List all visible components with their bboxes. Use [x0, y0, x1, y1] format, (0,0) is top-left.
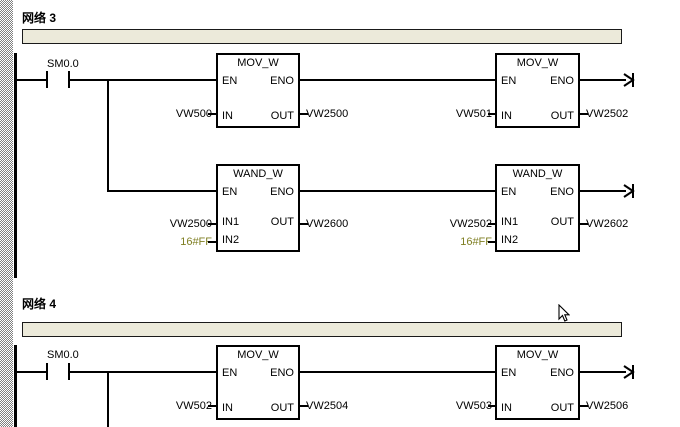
- pin-wire: [298, 405, 308, 407]
- operand-out-vw2602[interactable]: VW2602: [586, 218, 629, 230]
- operand-in-vw500[interactable]: VW500: [175, 108, 212, 120]
- network-4-branch-vertical: [107, 371, 109, 427]
- pin-en: EN: [222, 186, 238, 198]
- operand-out-vw2506[interactable]: VW2506: [586, 400, 629, 412]
- pin-wire: [488, 241, 497, 243]
- pin-in: IN: [501, 402, 512, 414]
- network-4-contact-label: SM0.0: [47, 349, 79, 361]
- rung-wire: [298, 190, 497, 192]
- pin-in: IN: [222, 110, 233, 122]
- pin-wire: [208, 405, 218, 407]
- pin-wire: [488, 405, 497, 407]
- network-continuation-arrow-icon: [623, 365, 635, 379]
- function-box-mov-w-2[interactable]: MOV_W EN ENO IN OUT: [495, 53, 580, 128]
- pin-out: OUT: [550, 402, 574, 414]
- operand-in2-constant[interactable]: 16#FF: [180, 236, 212, 248]
- pin-wire: [488, 113, 497, 115]
- pin-en: EN: [222, 75, 238, 87]
- network-3-contact-left-bar[interactable]: [46, 71, 48, 88]
- pin-eno: ENO: [270, 186, 294, 198]
- pin-eno: ENO: [270, 75, 294, 87]
- rung-wire: [578, 190, 626, 192]
- pin-in: IN: [501, 110, 512, 122]
- network-3-comment-bar[interactable]: [22, 29, 622, 44]
- pin-out: OUT: [270, 216, 294, 228]
- rung-wire: [578, 79, 626, 81]
- operand-out-vw2600[interactable]: VW2600: [306, 218, 349, 230]
- operand-in-vw501[interactable]: VW501: [455, 108, 492, 120]
- pin-wire: [578, 113, 588, 115]
- pin-en: EN: [501, 186, 517, 198]
- operand-in-vw503[interactable]: VW503: [455, 400, 492, 412]
- pin-eno: ENO: [550, 367, 574, 379]
- pin-wire: [578, 223, 588, 225]
- pin-out: OUT: [550, 216, 574, 228]
- pin-in1: IN1: [222, 216, 240, 228]
- pin-wire: [578, 405, 588, 407]
- network-3-contact-right-bar[interactable]: [68, 71, 70, 88]
- pin-in2: IN2: [222, 234, 240, 246]
- rung-wire: [298, 79, 497, 81]
- function-box-title: MOV_W: [516, 349, 559, 361]
- network-continuation-arrow-icon: [623, 73, 635, 87]
- pin-wire: [298, 223, 308, 225]
- network-3-power-rail: [14, 53, 17, 278]
- function-box-wand-w-2[interactable]: WAND_W EN ENO IN1 OUT IN2: [495, 164, 580, 252]
- pin-en: EN: [501, 367, 517, 379]
- network-4-power-rail: [14, 345, 17, 427]
- function-box-mov-w-1[interactable]: MOV_W EN ENO IN OUT: [216, 53, 300, 128]
- network-4-comment-bar[interactable]: [22, 322, 622, 337]
- pin-in: IN: [222, 402, 233, 414]
- pin-wire: [488, 223, 497, 225]
- network-4-contact-left-bar[interactable]: [46, 363, 48, 380]
- pin-wire: [208, 223, 218, 225]
- pin-out: OUT: [550, 110, 574, 122]
- rung-wire: [70, 79, 218, 81]
- pin-out: OUT: [270, 110, 294, 122]
- pin-eno: ENO: [270, 367, 294, 379]
- pin-out: OUT: [270, 402, 294, 414]
- rung-wire: [107, 190, 218, 192]
- network-3-contact-label: SM0.0: [47, 58, 79, 70]
- operand-out-vw2502[interactable]: VW2502: [586, 108, 629, 120]
- network-3-branch-vertical: [107, 79, 109, 192]
- rung-wire: [70, 371, 218, 373]
- rung-wire: [16, 79, 46, 81]
- function-box-mov-w-3[interactable]: MOV_W EN ENO IN OUT: [216, 345, 300, 420]
- function-box-mov-w-4[interactable]: MOV_W EN ENO IN OUT: [495, 345, 580, 420]
- function-box-wand-w-1[interactable]: WAND_W EN ENO IN1 OUT IN2: [216, 164, 300, 252]
- network-3-title: 网络 3: [22, 11, 57, 25]
- operand-in2-constant[interactable]: 16#FF: [460, 236, 492, 248]
- pin-in2: IN2: [501, 234, 519, 246]
- operand-in1-vw2500[interactable]: VW2500: [169, 218, 212, 230]
- pin-wire: [208, 113, 218, 115]
- rung-wire: [298, 371, 497, 373]
- pin-in1: IN1: [501, 216, 519, 228]
- rung-wire: [16, 371, 46, 373]
- function-box-title: WAND_W: [233, 168, 283, 180]
- operand-out-vw2500[interactable]: VW2500: [306, 108, 349, 120]
- function-box-title: WAND_W: [512, 168, 563, 180]
- network-4-title: 网络 4: [22, 297, 57, 311]
- pin-en: EN: [501, 75, 517, 87]
- pin-eno: ENO: [550, 75, 574, 87]
- function-box-title: MOV_W: [237, 349, 279, 361]
- network-4-contact-right-bar[interactable]: [68, 363, 70, 380]
- pin-wire: [208, 241, 218, 243]
- pin-eno: ENO: [550, 186, 574, 198]
- operand-in1-vw2502[interactable]: VW2502: [449, 218, 492, 230]
- network-continuation-arrow-icon: [623, 184, 635, 198]
- operand-out-vw2504[interactable]: VW2504: [306, 400, 349, 412]
- pin-en: EN: [222, 367, 238, 379]
- rung-wire: [578, 371, 626, 373]
- editor-left-gutter: [0, 0, 13, 427]
- mouse-arrow-cursor-icon: [558, 304, 570, 322]
- operand-in-vw502[interactable]: VW502: [175, 400, 212, 412]
- function-box-title: MOV_W: [237, 57, 279, 69]
- function-box-title: MOV_W: [516, 57, 559, 69]
- pin-wire: [298, 113, 308, 115]
